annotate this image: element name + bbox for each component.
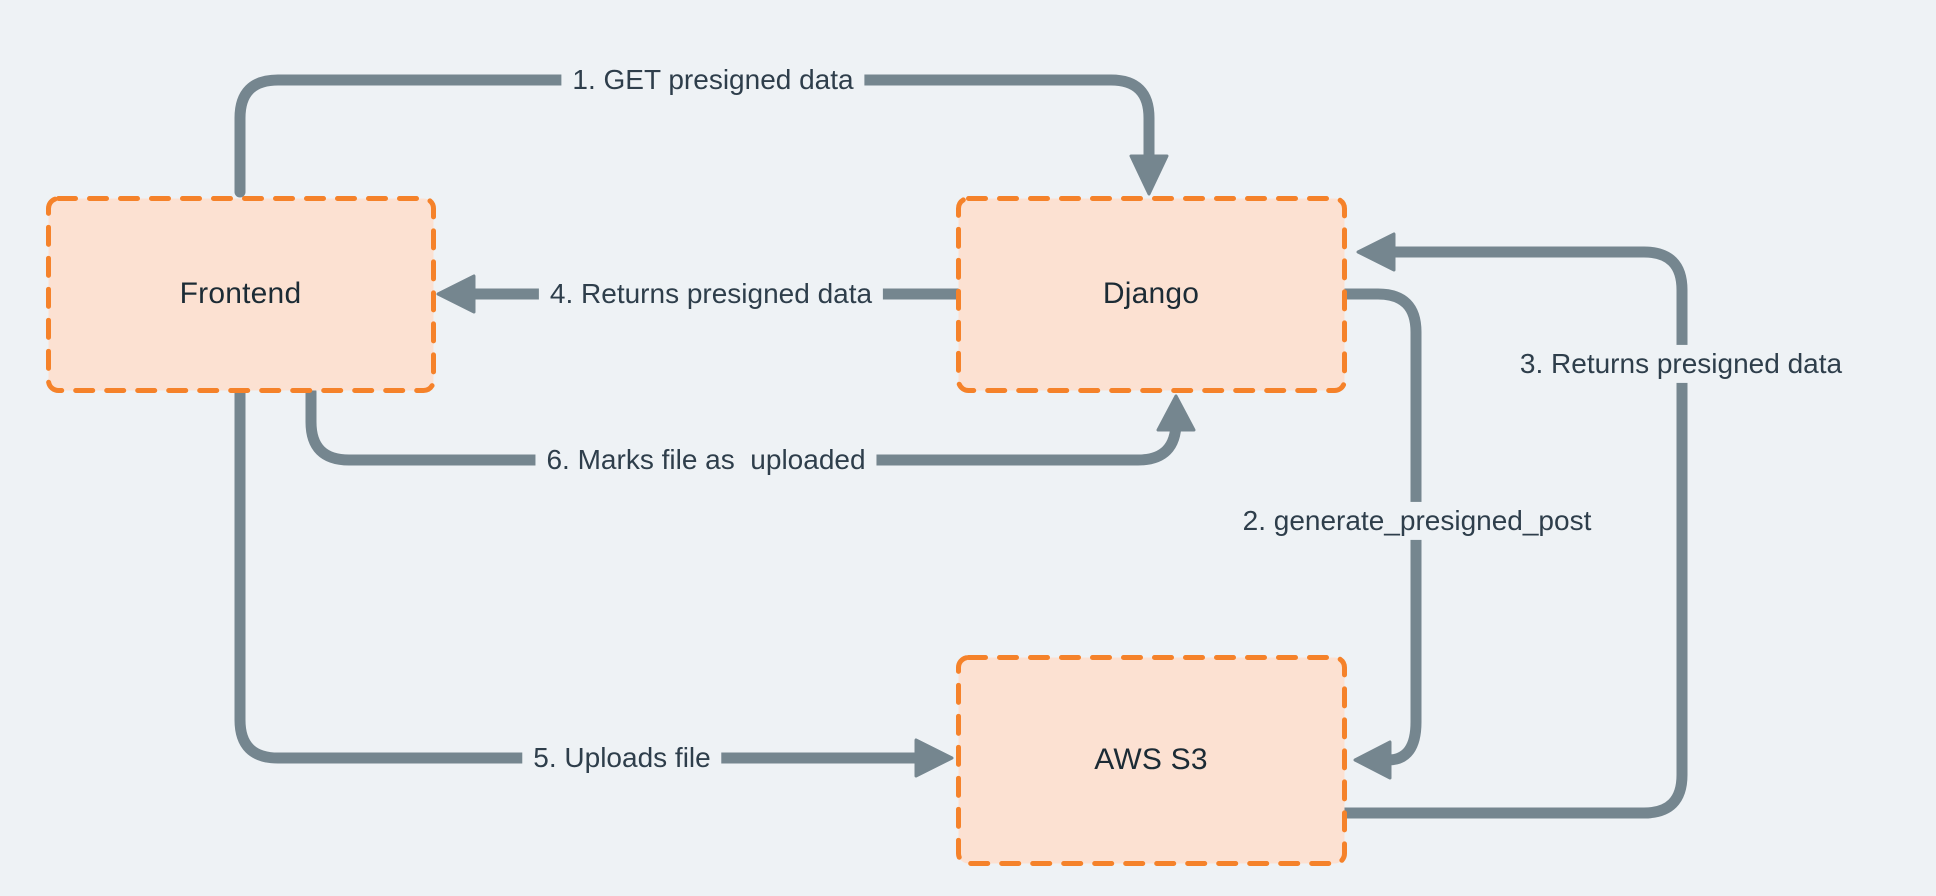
node-frontend-label: Frontend (179, 277, 302, 310)
edge-6-line (305, 386, 1182, 466)
node-django-box (956, 196, 1347, 393)
edge-4-label: 4. Returns presigned data (538, 274, 884, 314)
edge-5-arrowhead (914, 738, 954, 778)
node-django-label: Django (1102, 277, 1200, 310)
edge-6-arrowhead (1156, 394, 1196, 432)
edge-1-label: 1. GET presigned data (561, 60, 865, 100)
edge-6-label: 6. Marks file as uploaded (535, 440, 877, 480)
node-frontend-box (46, 196, 436, 393)
edge-2-label: 2. generate_presigned_post (1231, 501, 1603, 541)
edge-5-line (234, 386, 922, 764)
edge-3-label: 3. Returns presigned data (1508, 344, 1854, 384)
edge-2-line (1338, 288, 1422, 766)
edge-5-label: 5. Uploads file (522, 738, 722, 778)
edge-2-arrowhead (1353, 740, 1392, 780)
edge-4-arrowhead (436, 274, 476, 314)
edge-1-arrowhead (1129, 154, 1169, 196)
edge-3-line (1338, 246, 1688, 819)
edge-3-arrowhead (1356, 232, 1396, 272)
node-aws-s3-label: AWS S3 (1094, 743, 1208, 776)
node-aws-s3-box (956, 655, 1347, 866)
